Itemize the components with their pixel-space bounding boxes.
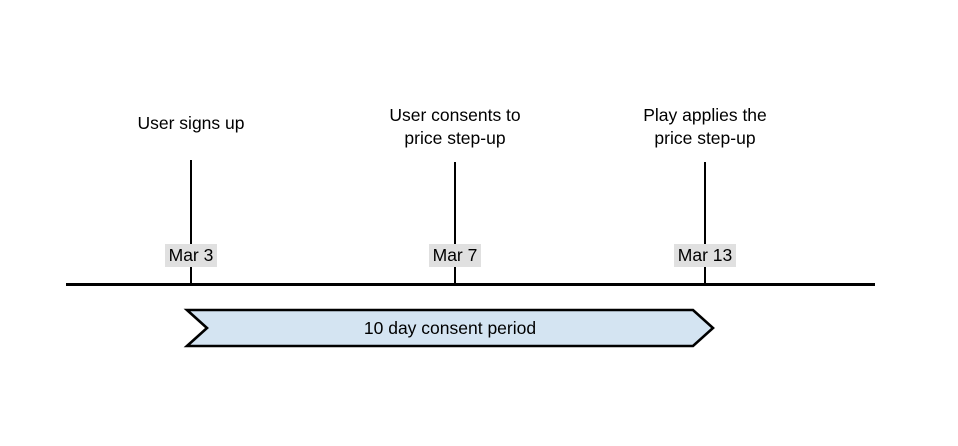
event-caption-user-signs-up: User signs up	[137, 113, 245, 133]
consent-period-banner[interactable]: 10 day consent period	[183, 308, 715, 348]
event-stem-user-consents	[454, 162, 456, 285]
event-date-play-applies-step-up: Mar 13	[625, 243, 785, 267]
event-caption-user-consents: User consents to price step-up	[389, 105, 521, 148]
event-stem-user-signs-up	[190, 160, 192, 285]
event-date-label-user-signs-up: Mar 3	[164, 244, 218, 267]
event-date-label-user-consents: Mar 7	[428, 244, 482, 267]
event-caption-play-applies-step-up: Play applies the price step-up	[643, 105, 767, 148]
event-date-user-consents: Mar 7	[375, 243, 535, 267]
event-date-user-signs-up: Mar 3	[111, 243, 271, 267]
consent-period-arrow-shape	[183, 308, 715, 348]
event-stem-play-applies-step-up	[704, 162, 706, 285]
timeline-axis	[66, 283, 875, 286]
event-date-label-play-applies-step-up: Mar 13	[673, 244, 737, 267]
